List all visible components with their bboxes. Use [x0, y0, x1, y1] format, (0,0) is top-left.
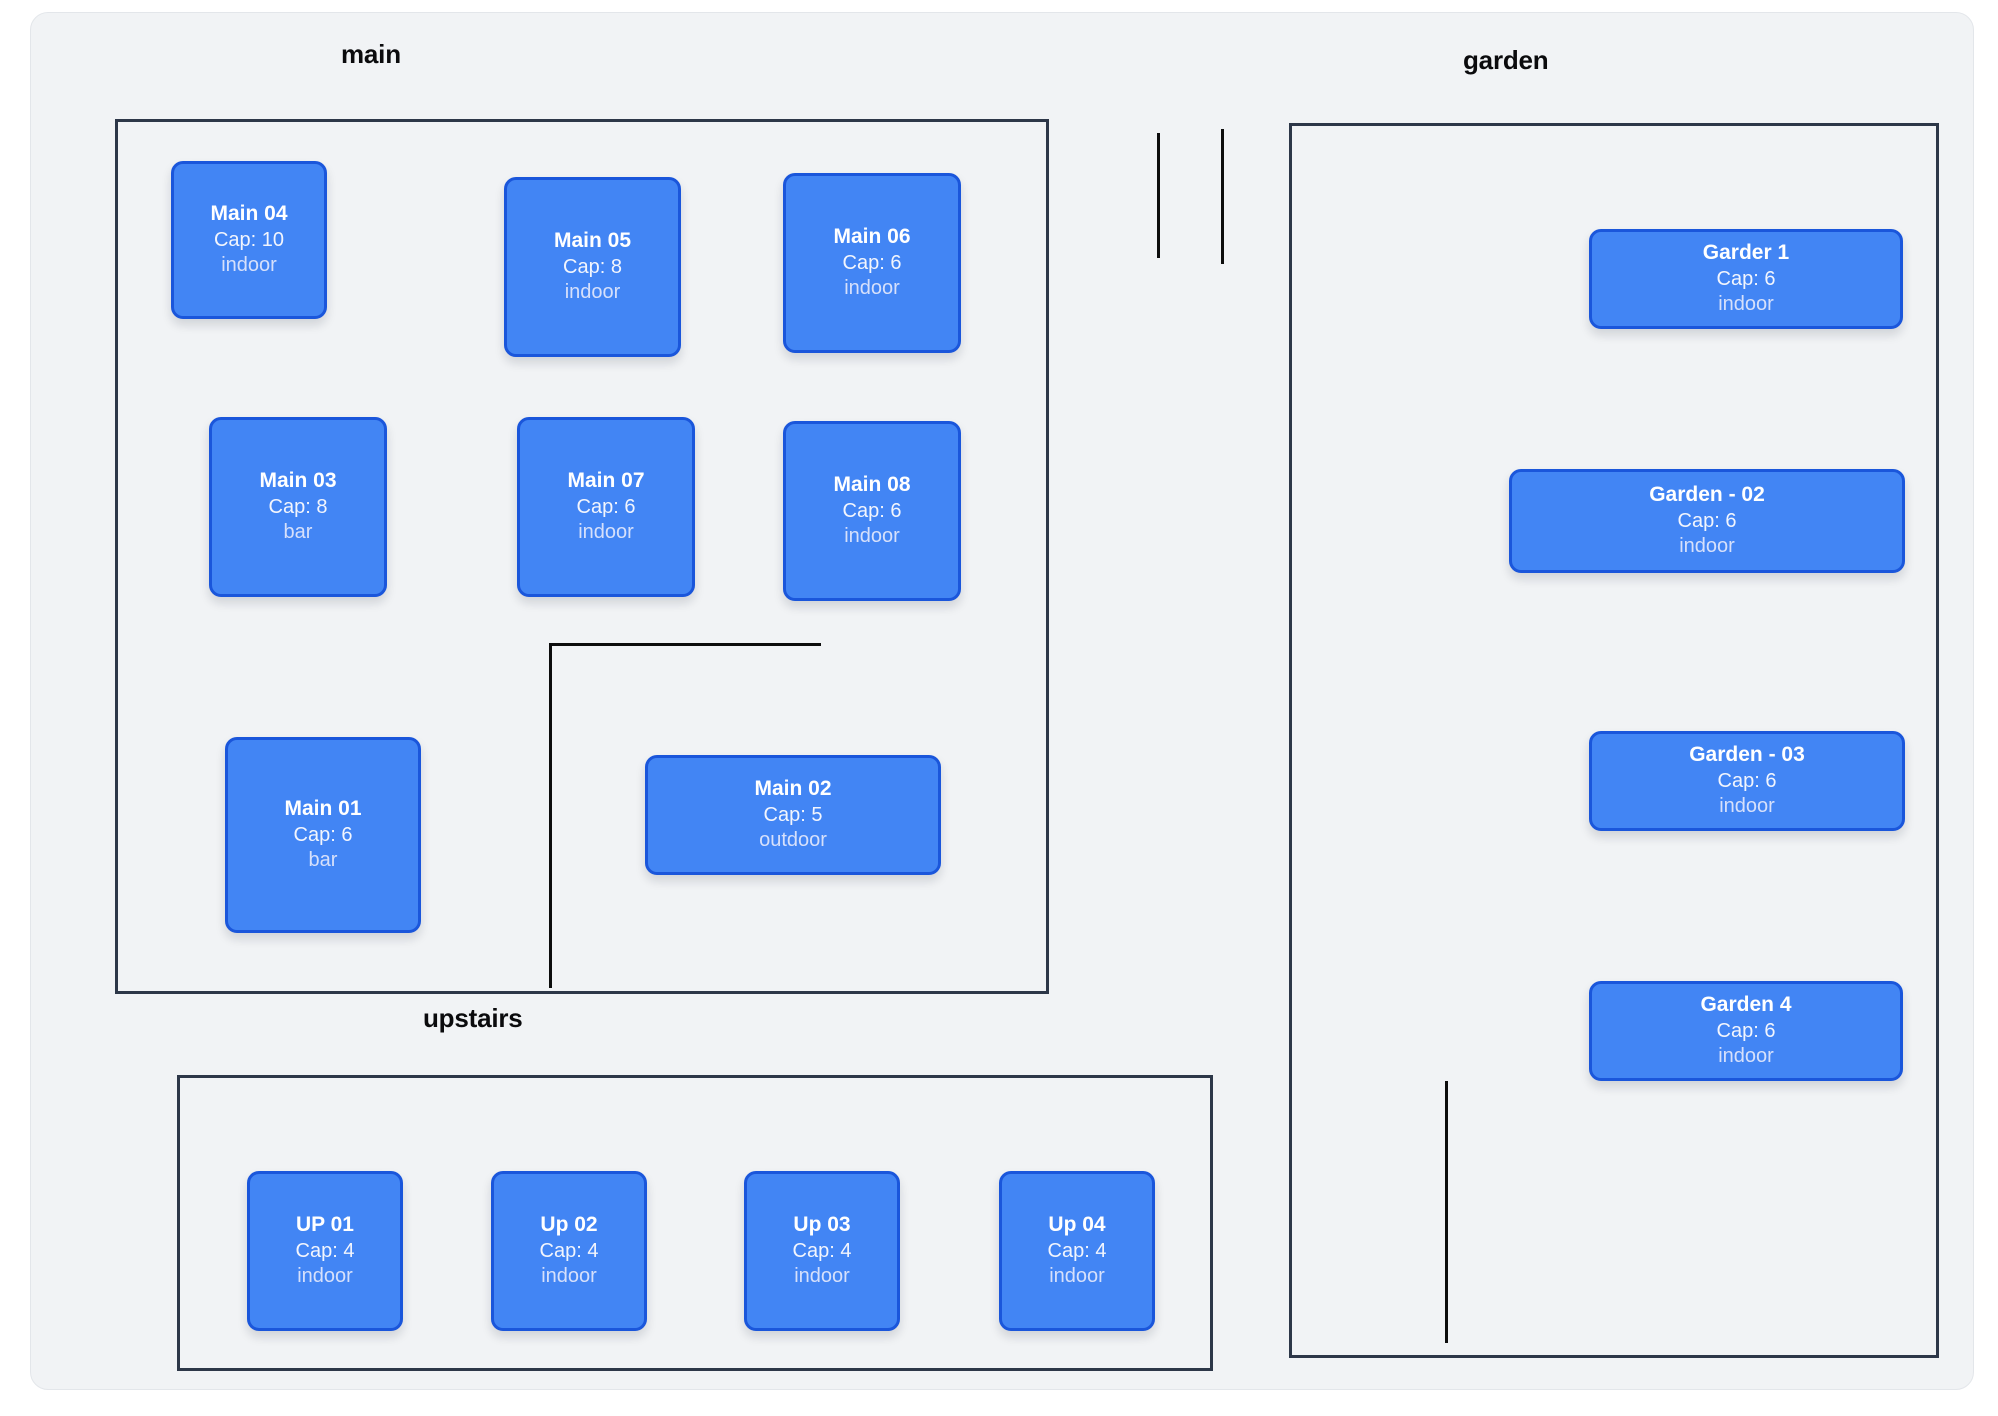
wall-main-partition-v	[549, 643, 552, 988]
table-area: bar	[308, 849, 338, 872]
table-name: Main 02	[754, 776, 832, 800]
table-name: Main 01	[284, 796, 362, 820]
wall-main-garden-left	[1157, 133, 1160, 258]
zone-label-garden: garden	[1463, 45, 1549, 75]
table-name: Garden - 02	[1649, 482, 1765, 506]
table-card-up-04[interactable]: Up 04 Cap: 4 indoor	[999, 1171, 1155, 1331]
table-area: indoor	[1718, 293, 1774, 316]
table-name: Garden - 03	[1689, 742, 1805, 766]
table-capacity: Cap: 8	[563, 255, 622, 278]
table-name: Main 08	[833, 472, 911, 496]
table-area: indoor	[564, 281, 621, 304]
table-capacity: Cap: 10	[213, 228, 285, 251]
table-name: UP 01	[296, 1212, 354, 1236]
table-name: Up 03	[793, 1212, 851, 1236]
table-name: Main 06	[833, 224, 911, 248]
table-capacity: Cap: 8	[268, 495, 328, 518]
table-capacity: Cap: 6	[1677, 509, 1737, 532]
table-area: indoor	[541, 1265, 597, 1288]
wall-garden-divider	[1445, 1081, 1448, 1343]
table-capacity: Cap: 4	[1047, 1239, 1107, 1262]
zone-box-garden	[1289, 123, 1939, 1358]
zone-box-main	[115, 119, 1049, 994]
table-name: Main 05	[553, 228, 632, 252]
table-capacity: Cap: 6	[842, 251, 902, 274]
table-area: indoor	[578, 521, 634, 544]
table-card-main-06[interactable]: Main 06 Cap: 6 indoor	[783, 173, 961, 353]
zone-box-upstairs	[177, 1075, 1213, 1371]
table-capacity: Cap: 6	[1716, 1019, 1776, 1042]
table-card-main-07[interactable]: Main 07 Cap: 6 indoor	[517, 417, 695, 597]
table-area: indoor	[844, 277, 900, 300]
table-area: indoor	[1049, 1265, 1105, 1288]
table-capacity: Cap: 6	[1717, 769, 1777, 792]
table-card-garden-1[interactable]: Garder 1 Cap: 6 indoor	[1589, 229, 1903, 329]
table-area: indoor	[221, 254, 277, 277]
table-card-garden-02[interactable]: Garden - 02 Cap: 6 indoor	[1509, 469, 1905, 573]
zone-label-main: main	[341, 39, 401, 69]
table-card-main-08[interactable]: Main 08 Cap: 6 indoor	[783, 421, 961, 601]
table-card-garden-03[interactable]: Garden - 03 Cap: 6 indoor	[1589, 731, 1905, 831]
table-name: Garden 4	[1700, 992, 1792, 1016]
table-name: Up 02	[540, 1212, 598, 1236]
table-capacity: Cap: 6	[293, 823, 353, 846]
table-card-main-03[interactable]: Main 03 Cap: 8 bar	[209, 417, 387, 597]
table-name: Garder 1	[1702, 240, 1790, 264]
table-card-main-05[interactable]: Main 05 Cap: 8 indoor	[504, 177, 681, 357]
table-name: Main 07	[567, 468, 645, 492]
table-capacity: Cap: 6	[842, 499, 902, 522]
table-capacity: Cap: 6	[1716, 267, 1776, 290]
table-capacity: Cap: 6	[576, 495, 636, 518]
wall-main-partition-h	[549, 643, 821, 646]
table-capacity: Cap: 4	[295, 1239, 355, 1262]
table-card-up-02[interactable]: Up 02 Cap: 4 indoor	[491, 1171, 647, 1331]
table-name: Main 03	[259, 468, 337, 492]
table-area: indoor	[1719, 795, 1775, 818]
table-area: bar	[283, 521, 313, 544]
table-area: indoor	[1718, 1045, 1774, 1068]
zone-label-upstairs: upstairs	[423, 1003, 523, 1033]
table-card-main-01[interactable]: Main 01 Cap: 6 bar	[225, 737, 421, 933]
table-area: indoor	[794, 1265, 850, 1288]
wall-main-garden-right	[1221, 129, 1224, 264]
table-capacity: Cap: 5	[763, 803, 823, 826]
table-card-up-03[interactable]: Up 03 Cap: 4 indoor	[744, 1171, 900, 1331]
table-card-main-04[interactable]: Main 04 Cap: 10 indoor	[171, 161, 327, 319]
table-card-garden-4[interactable]: Garden 4 Cap: 6 indoor	[1589, 981, 1903, 1081]
table-name: Main 04	[210, 201, 288, 225]
table-name: Up 04	[1048, 1212, 1106, 1236]
table-card-main-02[interactable]: Main 02 Cap: 5 outdoor	[645, 755, 941, 875]
table-capacity: Cap: 4	[539, 1239, 599, 1262]
table-area: indoor	[844, 525, 900, 548]
table-area: indoor	[297, 1265, 353, 1288]
table-capacity: Cap: 4	[792, 1239, 852, 1262]
table-area: indoor	[1679, 535, 1735, 558]
table-area: outdoor	[759, 829, 827, 852]
table-card-up-01[interactable]: UP 01 Cap: 4 indoor	[247, 1171, 403, 1331]
